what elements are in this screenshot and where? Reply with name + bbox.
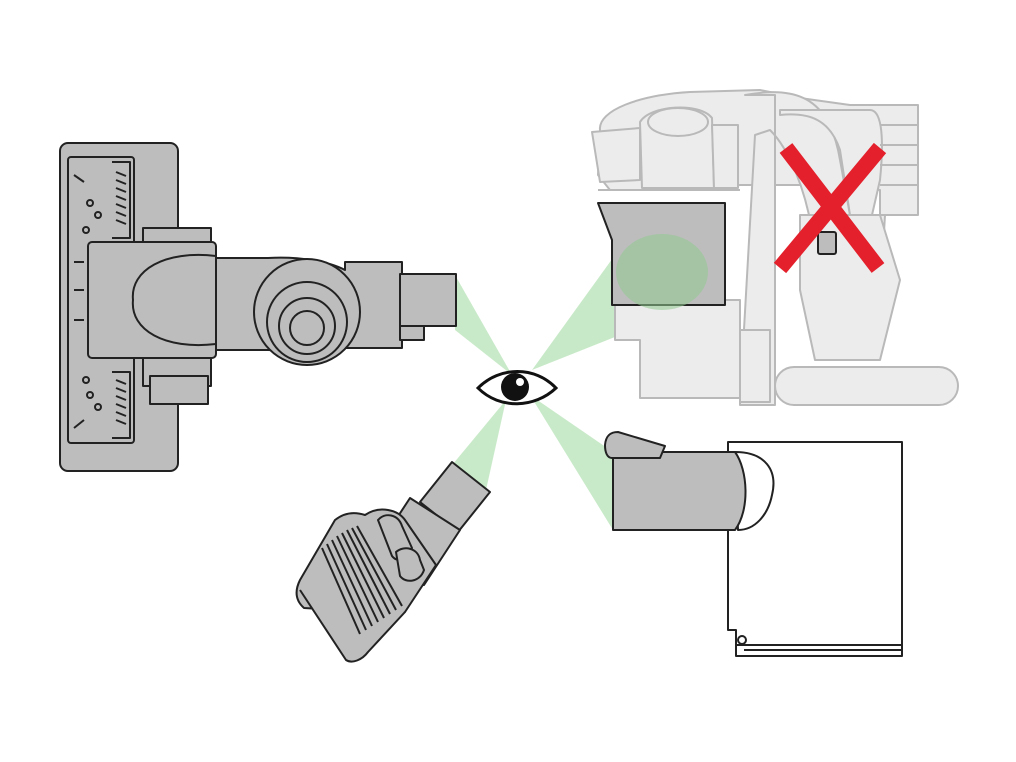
body-base-foot bbox=[774, 366, 959, 406]
cross-mark-icon bbox=[773, 142, 887, 274]
view-cone-motorhead bbox=[455, 275, 512, 375]
motorhead-tool bbox=[59, 142, 457, 472]
bin-cyclone bbox=[604, 431, 903, 657]
motorhead-brush-bar-bottom bbox=[112, 371, 131, 439]
body-cyclone-left bbox=[591, 127, 641, 183]
brush-tool-bristles bbox=[321, 525, 403, 635]
body-cyclone-right bbox=[711, 124, 739, 189]
motorhead-rotating-joint bbox=[253, 258, 361, 366]
brush-tool bbox=[295, 461, 491, 663]
bin-inlet bbox=[612, 451, 747, 531]
body-battery bbox=[739, 329, 771, 403]
motorhead-outlet-tube bbox=[399, 273, 457, 327]
body-inlet-view-cone-overlay bbox=[616, 234, 708, 310]
view-cone-brush bbox=[448, 400, 506, 490]
body-inlet-duct bbox=[597, 202, 837, 310]
motorhead-dome bbox=[131, 254, 217, 346]
view-cone-bin bbox=[530, 395, 613, 530]
body-lower-casing bbox=[614, 299, 741, 399]
vacuum-body bbox=[591, 89, 959, 406]
body-cyclone-cap bbox=[647, 107, 709, 137]
eye-icon bbox=[475, 370, 559, 406]
body-trigger bbox=[817, 231, 837, 255]
motorhead-brush-bar-top bbox=[112, 161, 131, 239]
bin-release-catch bbox=[604, 431, 666, 459]
